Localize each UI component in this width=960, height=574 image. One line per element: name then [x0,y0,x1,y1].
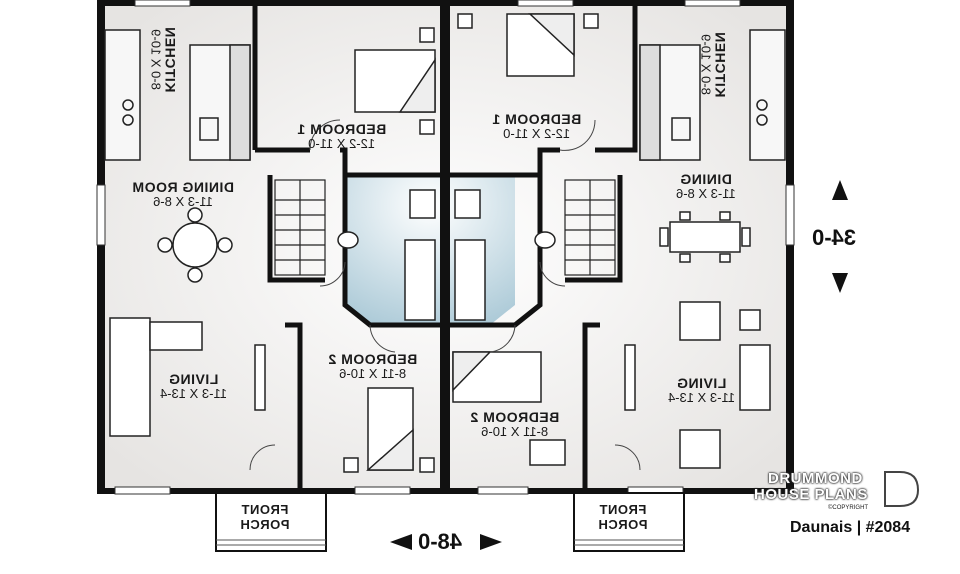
porch-steps [216,539,684,546]
room-name: DINING [679,171,732,187]
room-size: 11-3 X 8-6 [676,186,736,201]
room-size: 11-3 X 13-4 [668,390,735,405]
width-arrow-right [480,534,502,550]
living-furniture [109,301,771,469]
room-name: LIVING [676,375,727,391]
width-arrow-left [390,534,412,550]
bath-fixtures [337,189,556,321]
room-name: BEDROOM 1 [492,111,582,127]
dining-tables [157,207,751,283]
porch-right-label: FRONT PORCH [598,502,647,532]
porch-left-label: FRONT PORCH [240,502,289,532]
room-size: 8-11 X 10-6 [481,424,549,439]
porch-line1: FRONT [241,502,289,517]
dining-right-label: DINING 11-3 X 8-6 [676,171,736,201]
room-size: 11-3 X 8-6 [153,194,213,209]
room-name: BEDROOM 1 [297,121,387,137]
depth-arrow-up [832,180,848,200]
porch-line2: PORCH [240,517,290,532]
plan-label: Daunais | #2084 [790,519,911,536]
room-name: LIVING [168,371,219,387]
dining-left-label: DINING ROOM 11-3 X 8-6 [132,179,234,209]
living-left-label: LIVING 11-3 X 13-4 [160,371,227,401]
brand-copyright: ©COPYRIGHT [828,505,869,511]
bedroom2-left-label: BEDROOM 2 8-11 X 10-6 [328,351,418,381]
brand-line2: HOUSE PLANS [754,486,868,503]
room-size: 8-11 X 10-6 [339,366,407,381]
room-size: 8-0 X 10-9 [148,29,164,90]
bedroom1-right-label: BEDROOM 1 12-2 X 11-0 [492,111,582,141]
room-size: 12-2 X 11-0 [308,136,376,151]
room-name: BEDROOM 2 [328,351,418,367]
bedroom2-right-label: BEDROOM 2 8-11 X 10-6 [470,409,560,439]
porches [215,492,685,552]
beds [354,13,575,471]
room-name: BEDROOM 2 [470,409,560,425]
porch-line1: FRONT [599,502,647,517]
nightstands [343,13,599,473]
room-size: 11-3 X 13-4 [160,386,227,401]
interior-walls [252,5,638,490]
room-name: KITCHEN [162,26,179,93]
kitchen-left-label: KITCHEN 8-0 X 10-9 [148,26,179,93]
room-name: DINING ROOM [132,179,234,195]
depth-arrow-down [832,273,848,293]
exterior-walls [97,0,794,494]
stairs [274,179,616,276]
room-size: 8-0 X 10-9 [698,34,714,95]
living-right-label: LIVING 11-3 X 13-4 [668,375,735,405]
room-size: 12-2 X 11-0 [503,126,571,141]
porch-line2: PORCH [598,517,648,532]
windows [96,0,795,495]
bedroom1-left-label: BEDROOM 1 12-2 X 11-0 [297,121,387,151]
depth-dimension: 34-0 [812,225,857,250]
kitchen-right-label: KITCHEN 8-0 X 10-9 [698,31,729,98]
kitchen-left-counters [104,29,251,161]
room-name: KITCHEN [712,31,729,98]
kitchen-right-counters [639,29,786,161]
dimension-arrows [390,180,848,550]
brand-logo-icon [884,471,920,507]
width-dimension: 48-0 [418,529,463,554]
door-swings [249,119,641,471]
brand-line1: DRUMMOND [768,470,863,487]
